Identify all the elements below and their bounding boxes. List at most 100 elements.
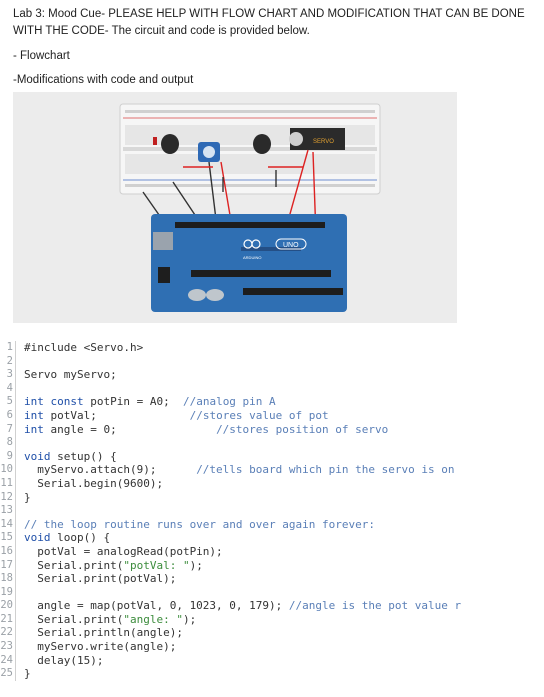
code-token: potVal = analogRead(potPin);	[24, 544, 223, 558]
line-number: 1	[0, 341, 16, 355]
line-number: 5	[0, 395, 16, 409]
code-line: 24 delay(15);	[0, 653, 544, 668]
code-token: potPin = A0;	[83, 395, 183, 409]
arduino-board	[151, 214, 347, 312]
code-token: Servo myServo;	[24, 368, 117, 382]
code-line: 21 Serial.print("angle: ");	[0, 612, 544, 627]
code-text: Serial.begin(9600);	[16, 477, 163, 491]
code-text: Serial.print("angle: ");	[16, 613, 196, 627]
code-token: myServo.write(angle);	[24, 640, 177, 654]
code-line: 12}	[0, 490, 544, 505]
code-token: //stores position of servo	[216, 422, 389, 436]
code-text: Serial.print("potVal: ");	[16, 559, 203, 573]
code-text: angle = map(potVal, 0, 1023, 0, 179); //…	[16, 599, 461, 613]
code-token: delay(15);	[24, 653, 104, 667]
code-token: //tells board which pin the servo is on	[196, 463, 455, 477]
code-line: 10 myServo.attach(9); //tells board whic…	[0, 463, 544, 477]
line-number: 20	[0, 599, 16, 613]
code-token: //analog pin A	[182, 395, 276, 409]
code-text	[16, 382, 24, 396]
code-text: void setup() {	[16, 450, 117, 464]
code-token: );	[182, 612, 197, 626]
code-line: 11 Serial.begin(9600);	[0, 476, 544, 491]
line-number: 10	[0, 463, 16, 477]
line-number: 22	[0, 626, 16, 641]
line-number: 13	[0, 504, 16, 518]
line-number: 4	[0, 381, 16, 396]
code-token: //stores value of pot	[189, 408, 329, 422]
code-line: 20 angle = map(potVal, 0, 1023, 0, 179);…	[0, 599, 544, 613]
code-token: Serial.print(potVal);	[24, 572, 177, 586]
code-text: int const potPin = A0; //analog pin A	[16, 395, 276, 409]
code-token: potVal;	[43, 408, 190, 422]
code-text	[16, 355, 24, 369]
line-number: 9	[0, 449, 16, 464]
code-token: // the loop routine runs over and over a…	[24, 517, 375, 531]
code-text: Serial.print(potVal);	[16, 572, 176, 586]
question-item-flowchart: - Flowchart	[13, 50, 70, 62]
code-text: }	[16, 491, 31, 505]
code-token: Serial.println(angle);	[24, 626, 183, 640]
code-token: Serial.begin(9600);	[24, 476, 164, 490]
line-number: 16	[0, 544, 16, 559]
line-number: 19	[0, 585, 16, 600]
servo-label: SERVO	[313, 139, 334, 145]
code-token: int	[24, 422, 44, 436]
code-token: angle = map(potVal, 0, 1023, 0, 179);	[24, 599, 289, 613]
code-text: }	[16, 667, 31, 681]
code-text: int potVal; //stores value of pot	[16, 409, 329, 423]
code-text: #include <Servo.h>	[16, 341, 143, 355]
code-text: delay(15);	[16, 654, 103, 668]
code-token: }	[24, 667, 31, 681]
line-number: 2	[0, 354, 16, 369]
code-token: loop() {	[50, 531, 111, 545]
code-token: angle = 0;	[43, 422, 217, 436]
code-line: 16 potVal = analogRead(potPin);	[0, 544, 544, 559]
capacitor-right	[253, 134, 271, 154]
code-token: #include <Servo.h>	[24, 341, 144, 354]
question-item-modifications: -Modifications with code and output	[13, 74, 194, 86]
code-token: void	[24, 531, 51, 545]
servo-motor	[290, 128, 345, 150]
line-number: 15	[0, 531, 16, 545]
code-text	[16, 586, 24, 600]
line-number: 7	[0, 422, 16, 437]
code-text: potVal = analogRead(potPin);	[16, 544, 223, 559]
code-text: Serial.println(angle);	[16, 626, 183, 640]
code-token: int	[24, 408, 44, 422]
question-title: Lab 3: Mood Cue- PLEASE HELP WITH FLOW C…	[13, 8, 525, 37]
code-token: Serial.print(	[24, 612, 124, 626]
code-line: 25}	[0, 667, 544, 681]
line-number: 24	[0, 653, 16, 668]
code-line: 1 #include <Servo.h>	[0, 341, 544, 355]
code-token: setup() {	[50, 449, 117, 463]
code-token: }	[24, 490, 31, 504]
brand-label: ARDUINO	[243, 255, 261, 260]
code-text	[16, 504, 24, 518]
code-token: Serial.print(	[24, 558, 124, 572]
line-number: 11	[0, 476, 16, 491]
code-line: 4	[0, 381, 544, 396]
code-text	[16, 436, 24, 450]
code-line: 17 Serial.print("potVal: ");	[0, 558, 544, 573]
code-text: // the loop routine runs over and over a…	[16, 518, 375, 532]
code-token: void	[24, 449, 51, 463]
code-line: 19	[0, 585, 544, 600]
code-text: int angle = 0; //stores position of serv…	[16, 423, 388, 437]
code-token: "potVal: "	[123, 558, 190, 572]
code-line: 14// the loop routine runs over and over…	[0, 517, 544, 532]
code-token: int const	[24, 395, 84, 409]
code-token: //angle is the pot value r	[288, 599, 462, 613]
code-line: 15 void loop() {	[0, 531, 544, 545]
code-line: 8	[0, 436, 544, 450]
code-line: 23 myServo.write(angle);	[0, 640, 544, 654]
code-token: myServo.attach(9);	[24, 463, 197, 477]
line-number: 12	[0, 490, 16, 505]
line-number: 8	[0, 436, 16, 450]
code-token: );	[189, 558, 203, 572]
